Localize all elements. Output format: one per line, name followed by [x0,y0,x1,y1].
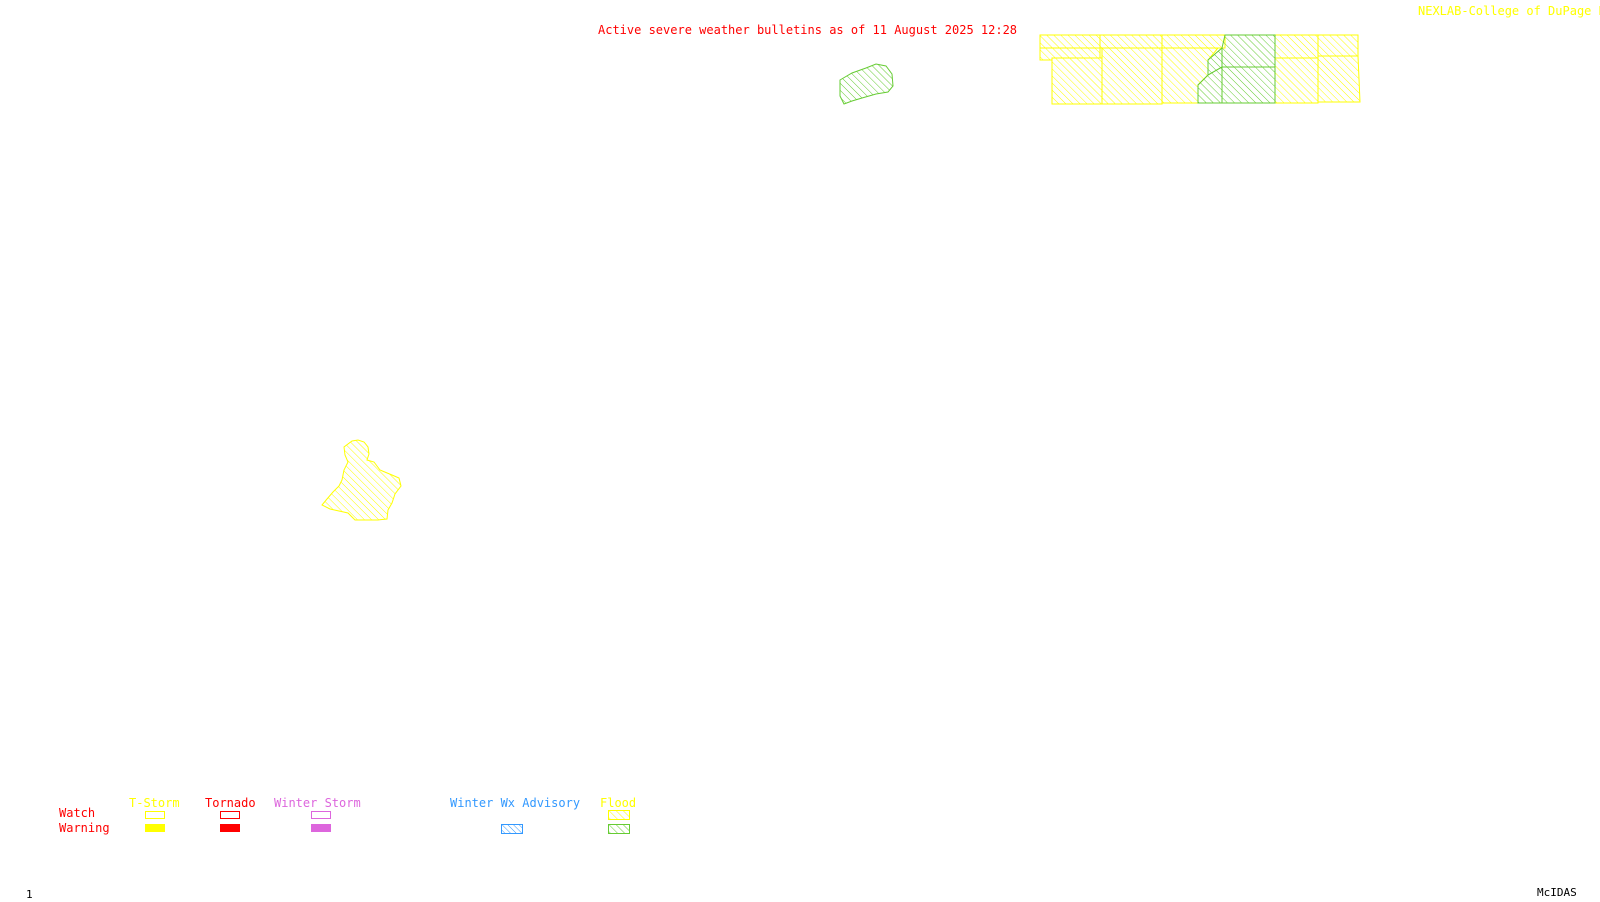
legend-winter-storm-label: Winter Storm [274,796,361,810]
tornado-warning-swatch [220,824,240,832]
legend-tornado-label: Tornado [205,796,256,810]
winter-advisory-swatch [501,824,523,834]
legend-winter-advisory-label: Winter Wx Advisory [450,796,581,810]
flood-watch-county [1274,34,1319,59]
credit-label: NEXLAB-College of DuPage R [1418,4,1600,18]
flood-warning-region-northeast [1197,34,1276,104]
flood-watch-region-northeast [1039,34,1361,105]
flood-watch-county [1274,57,1319,104]
legend-row-watch: Watch [59,806,96,820]
winter-storm-warning-swatch [311,824,331,832]
page-title: Active severe weather bulletins as of 11… [598,23,1018,37]
tstorm-watch-swatch [145,811,165,819]
tstorm-warning-swatch [145,824,165,832]
mcidas-brand: McIDAS [1537,886,1577,899]
flood-watch-county [1161,34,1226,49]
winter-storm-watch-swatch [311,811,331,819]
frame-number: 1 [26,888,33,901]
flood-watch-county [1101,47,1163,105]
flood-warning-region-north [839,63,894,105]
tornado-watch-swatch [220,811,240,819]
flood-watch-county [1039,34,1101,49]
flood-watch-swatch [608,810,630,820]
flood-watch-county [1317,55,1361,103]
flood-watch-region-southwest [321,439,402,521]
flood-warning-county [1221,34,1276,68]
flood-warning-county [1221,66,1276,104]
legend-tstorm-label: T-Storm [129,796,180,810]
flood-watch-county [1051,57,1103,105]
flood-warning-swatch [608,824,630,834]
legend-row-warning: Warning [59,821,110,835]
flood-watch-county [1317,34,1359,57]
flood-warning-county [1197,66,1223,104]
flood-watch-county [1099,34,1163,49]
legend-flood-label: Flood [600,796,637,810]
